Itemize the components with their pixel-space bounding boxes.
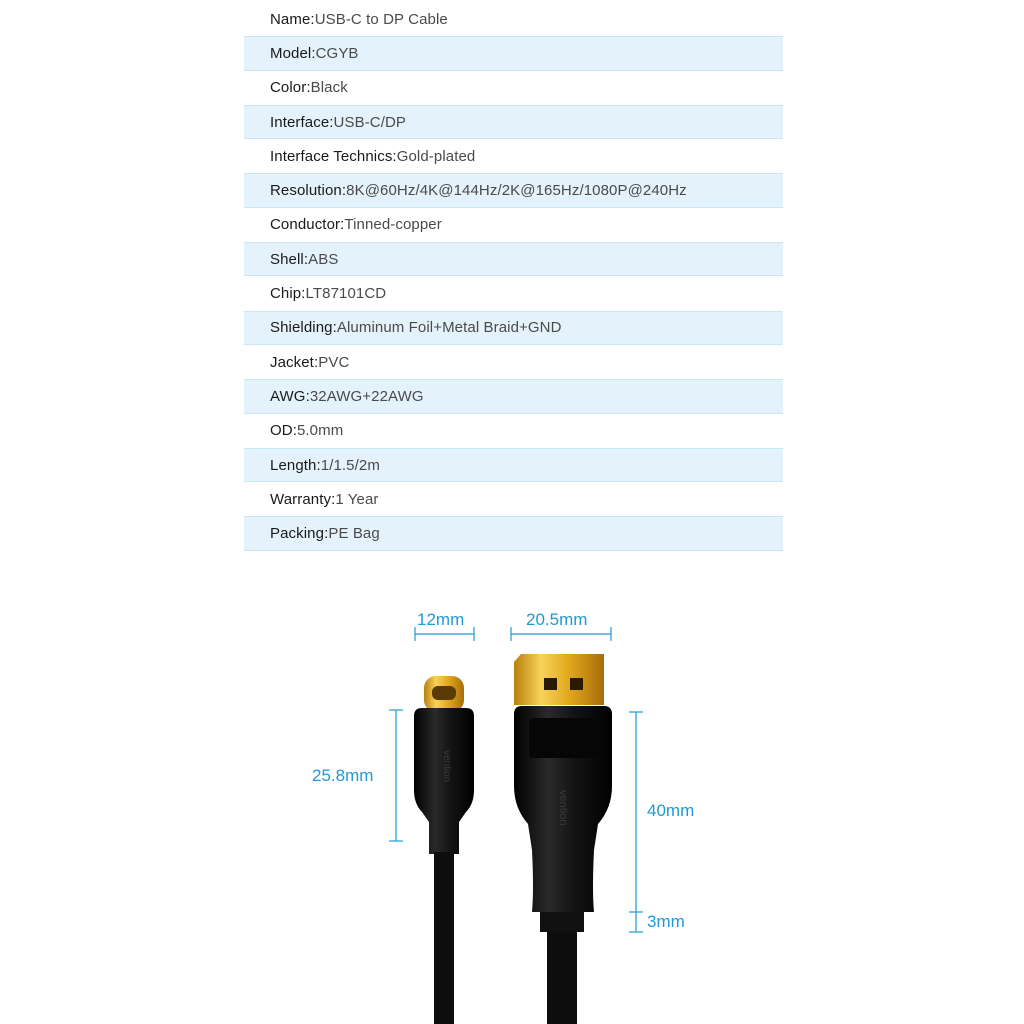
displayport-connector: vention — [514, 654, 612, 1024]
spec-label: Shell: — [270, 250, 309, 268]
spec-value: Aluminum Foil+Metal Braid+GND — [336, 319, 562, 337]
spec-row-resolution: Resolution:8K@60Hz/4K@144Hz/2K@165Hz/108… — [244, 173, 783, 208]
spec-value: PE Bag — [328, 525, 380, 543]
dp-width-dimension-line — [510, 627, 612, 641]
spec-label: Interface: — [270, 113, 334, 131]
usbc-length-label: 25.8mm — [312, 766, 374, 785]
usbc-length-dimension-line — [389, 709, 403, 842]
spec-row-jacket: Jacket:PVC — [244, 345, 783, 379]
dp-width-label: 20.5mm — [526, 610, 588, 629]
spec-value: PVC — [318, 353, 350, 371]
spec-value: USB-C to DP Cable — [314, 10, 448, 28]
spec-row-length: Length:1/1.5/2m — [244, 447, 783, 483]
spec-value: Black — [310, 79, 348, 97]
spec-row-model: Model:CGYB — [244, 36, 783, 71]
spec-value: 32AWG+22AWG — [309, 387, 424, 405]
spec-label: Interface Technics: — [270, 147, 397, 165]
spec-row-color: Color:Black — [244, 71, 783, 105]
dp-brand-mark: vention — [557, 790, 569, 825]
spec-row-packing: Packing:PE Bag — [244, 516, 783, 551]
dp-length-dimension-line — [629, 711, 643, 933]
spec-label: Chip: — [270, 285, 306, 303]
spec-row-shielding: Shielding:Aluminum Foil+Metal Braid+GND — [244, 310, 783, 345]
dp-length-label: 40mm — [647, 801, 695, 820]
spec-value: 5.0mm — [296, 422, 344, 440]
spec-label: OD: — [270, 422, 297, 440]
spec-label: Shielding: — [270, 319, 337, 337]
spec-label: Jacket: — [270, 353, 319, 371]
spec-row-warranty: Warranty:1 Year — [244, 482, 783, 516]
usbc-brand-mark: vention — [441, 750, 452, 782]
spec-value: CGYB — [315, 44, 359, 62]
spec-value: 1 Year — [335, 490, 379, 508]
usb-c-connector: vention — [414, 676, 474, 1024]
spec-value: LT87101CD — [305, 285, 387, 303]
spec-label: Warranty: — [270, 490, 336, 508]
spec-label: Resolution: — [270, 182, 347, 200]
usbc-width-label: 12mm — [417, 610, 465, 629]
spec-label: AWG: — [270, 387, 310, 405]
spec-value: Gold-plated — [396, 147, 476, 165]
spec-label: Name: — [270, 10, 315, 28]
spec-row-chip: Chip:LT87101CD — [244, 276, 783, 310]
spec-label: Packing: — [270, 525, 329, 543]
spec-label: Conductor: — [270, 216, 345, 234]
spec-value: ABS — [308, 250, 339, 268]
spec-value: 1/1.5/2m — [320, 456, 380, 474]
dimension-diagram: vention vention 12mm 20.5mm 25.8mm 40mm … — [0, 590, 1024, 1024]
spec-row-conductor: Conductor:Tinned-copper — [244, 208, 783, 242]
spec-row-interface: Interface:USB-C/DP — [244, 104, 783, 140]
spec-label: Color: — [270, 79, 311, 97]
dp-neck-label: 3mm — [647, 912, 685, 931]
usbc-width-dimension-line — [414, 627, 475, 641]
spec-table: Name:USB-C to DP Cable Model:CGYB Color:… — [244, 2, 783, 551]
spec-value: Tinned-copper — [344, 216, 442, 234]
spec-value: 8K@60Hz/4K@144Hz/2K@165Hz/1080P@240Hz — [346, 182, 687, 200]
spec-row-awg: AWG:32AWG+22AWG — [244, 379, 783, 414]
spec-label: Length: — [270, 456, 321, 474]
cable-illustration: vention vention — [389, 627, 643, 1024]
spec-row-interface-technics: Interface Technics:Gold-plated — [244, 139, 783, 173]
spec-row-shell: Shell:ABS — [244, 242, 783, 277]
spec-row-od: OD:5.0mm — [244, 414, 783, 448]
spec-row-name: Name:USB-C to DP Cable — [244, 2, 783, 36]
spec-value: USB-C/DP — [333, 113, 407, 131]
spec-label: Model: — [270, 44, 316, 62]
